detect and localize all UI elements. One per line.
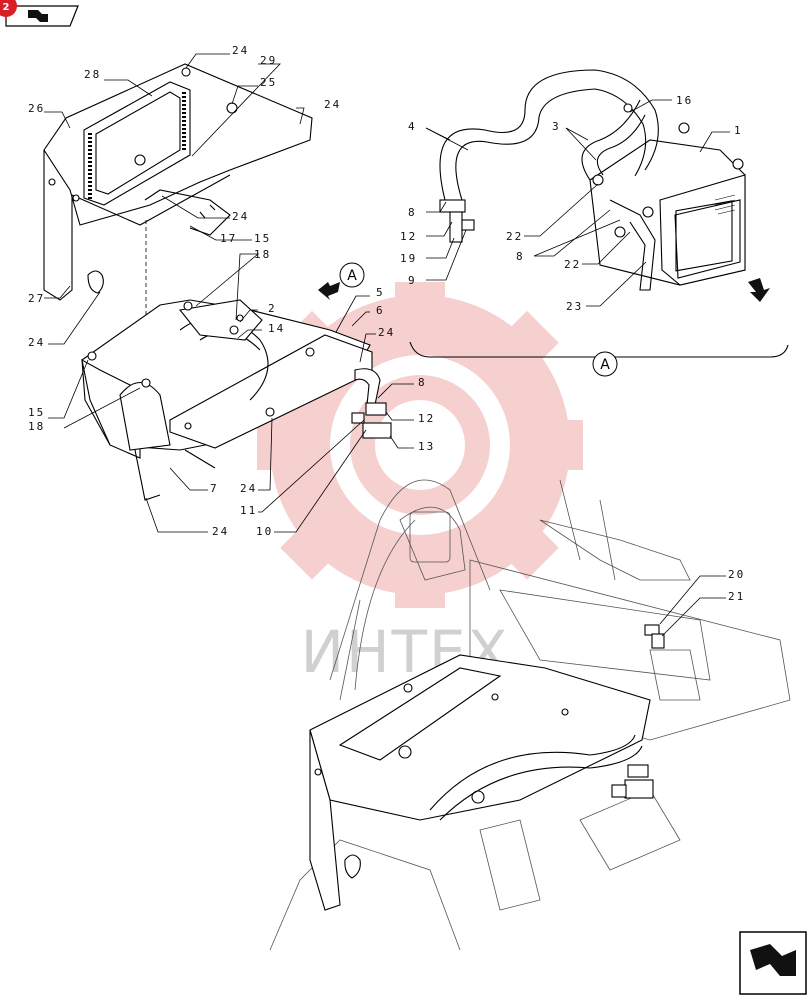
callout-24: 24 xyxy=(232,210,249,223)
callout-29: 29 xyxy=(260,54,277,67)
callout-9: 9 xyxy=(408,274,417,287)
callout-2: 2 xyxy=(268,302,277,315)
callout-14: 14 xyxy=(268,322,285,335)
callout-7: 7 xyxy=(210,482,219,495)
next-page-arrow-icon[interactable] xyxy=(739,931,807,995)
callout-24: 24 xyxy=(324,98,341,111)
page-badge-number: 2 xyxy=(3,2,10,13)
callout-11: 11 xyxy=(240,504,257,517)
callout-18: 18 xyxy=(28,420,45,433)
callout-21: 21 xyxy=(728,590,745,603)
callout-8: 8 xyxy=(418,376,427,389)
view-a-arrow: A xyxy=(318,262,365,300)
direction-arrow-icon xyxy=(748,278,770,302)
callout-28: 28 xyxy=(84,68,101,81)
callout-26: 26 xyxy=(28,102,45,115)
heater-cover-assembly xyxy=(43,63,313,378)
callout-5: 5 xyxy=(376,286,385,299)
callout-22: 22 xyxy=(564,258,581,271)
view-marker-a-bracket: A xyxy=(600,357,610,373)
heater-housing-assembly xyxy=(81,299,392,501)
callout-3: 3 xyxy=(552,120,561,133)
callout-13: 13 xyxy=(418,440,435,453)
callout-15: 15 xyxy=(254,232,271,245)
callout-6: 6 xyxy=(376,304,385,317)
callout-24: 24 xyxy=(212,525,229,538)
callout-10: 10 xyxy=(256,525,273,538)
detail-a-bracket: A xyxy=(409,341,789,377)
callout-8: 8 xyxy=(516,250,525,263)
callout-12: 12 xyxy=(418,412,435,425)
callout-labels: 24 28 29 25 24 26 24 17 15 18 27 24 2 14… xyxy=(28,44,745,603)
callout-20: 20 xyxy=(728,568,745,581)
page-badge: 2 xyxy=(0,0,17,17)
callout-23: 23 xyxy=(566,300,583,313)
vent-grille xyxy=(714,194,736,215)
callout-8: 8 xyxy=(408,206,417,219)
callout-22: 22 xyxy=(506,230,523,243)
callout-24: 24 xyxy=(240,482,257,495)
callout-15: 15 xyxy=(28,406,45,419)
callout-17: 17 xyxy=(220,232,237,245)
view-marker-a-left: A xyxy=(347,268,357,284)
arrow-bookmark-icon[interactable] xyxy=(5,5,79,27)
callout-18: 18 xyxy=(254,248,271,261)
callout-4: 4 xyxy=(408,120,417,133)
tractor-chassis-view xyxy=(269,479,791,951)
callout-24: 24 xyxy=(378,326,395,339)
callout-1: 1 xyxy=(734,124,743,137)
callout-19: 19 xyxy=(400,252,417,265)
callout-25: 25 xyxy=(260,76,277,89)
callout-27: 27 xyxy=(28,292,45,305)
callout-16: 16 xyxy=(676,94,693,107)
callout-24: 24 xyxy=(28,336,45,349)
callout-leaders xyxy=(44,53,730,637)
heater-unit-detail-a xyxy=(439,69,746,291)
callout-12: 12 xyxy=(400,230,417,243)
callout-24: 24 xyxy=(232,44,249,57)
